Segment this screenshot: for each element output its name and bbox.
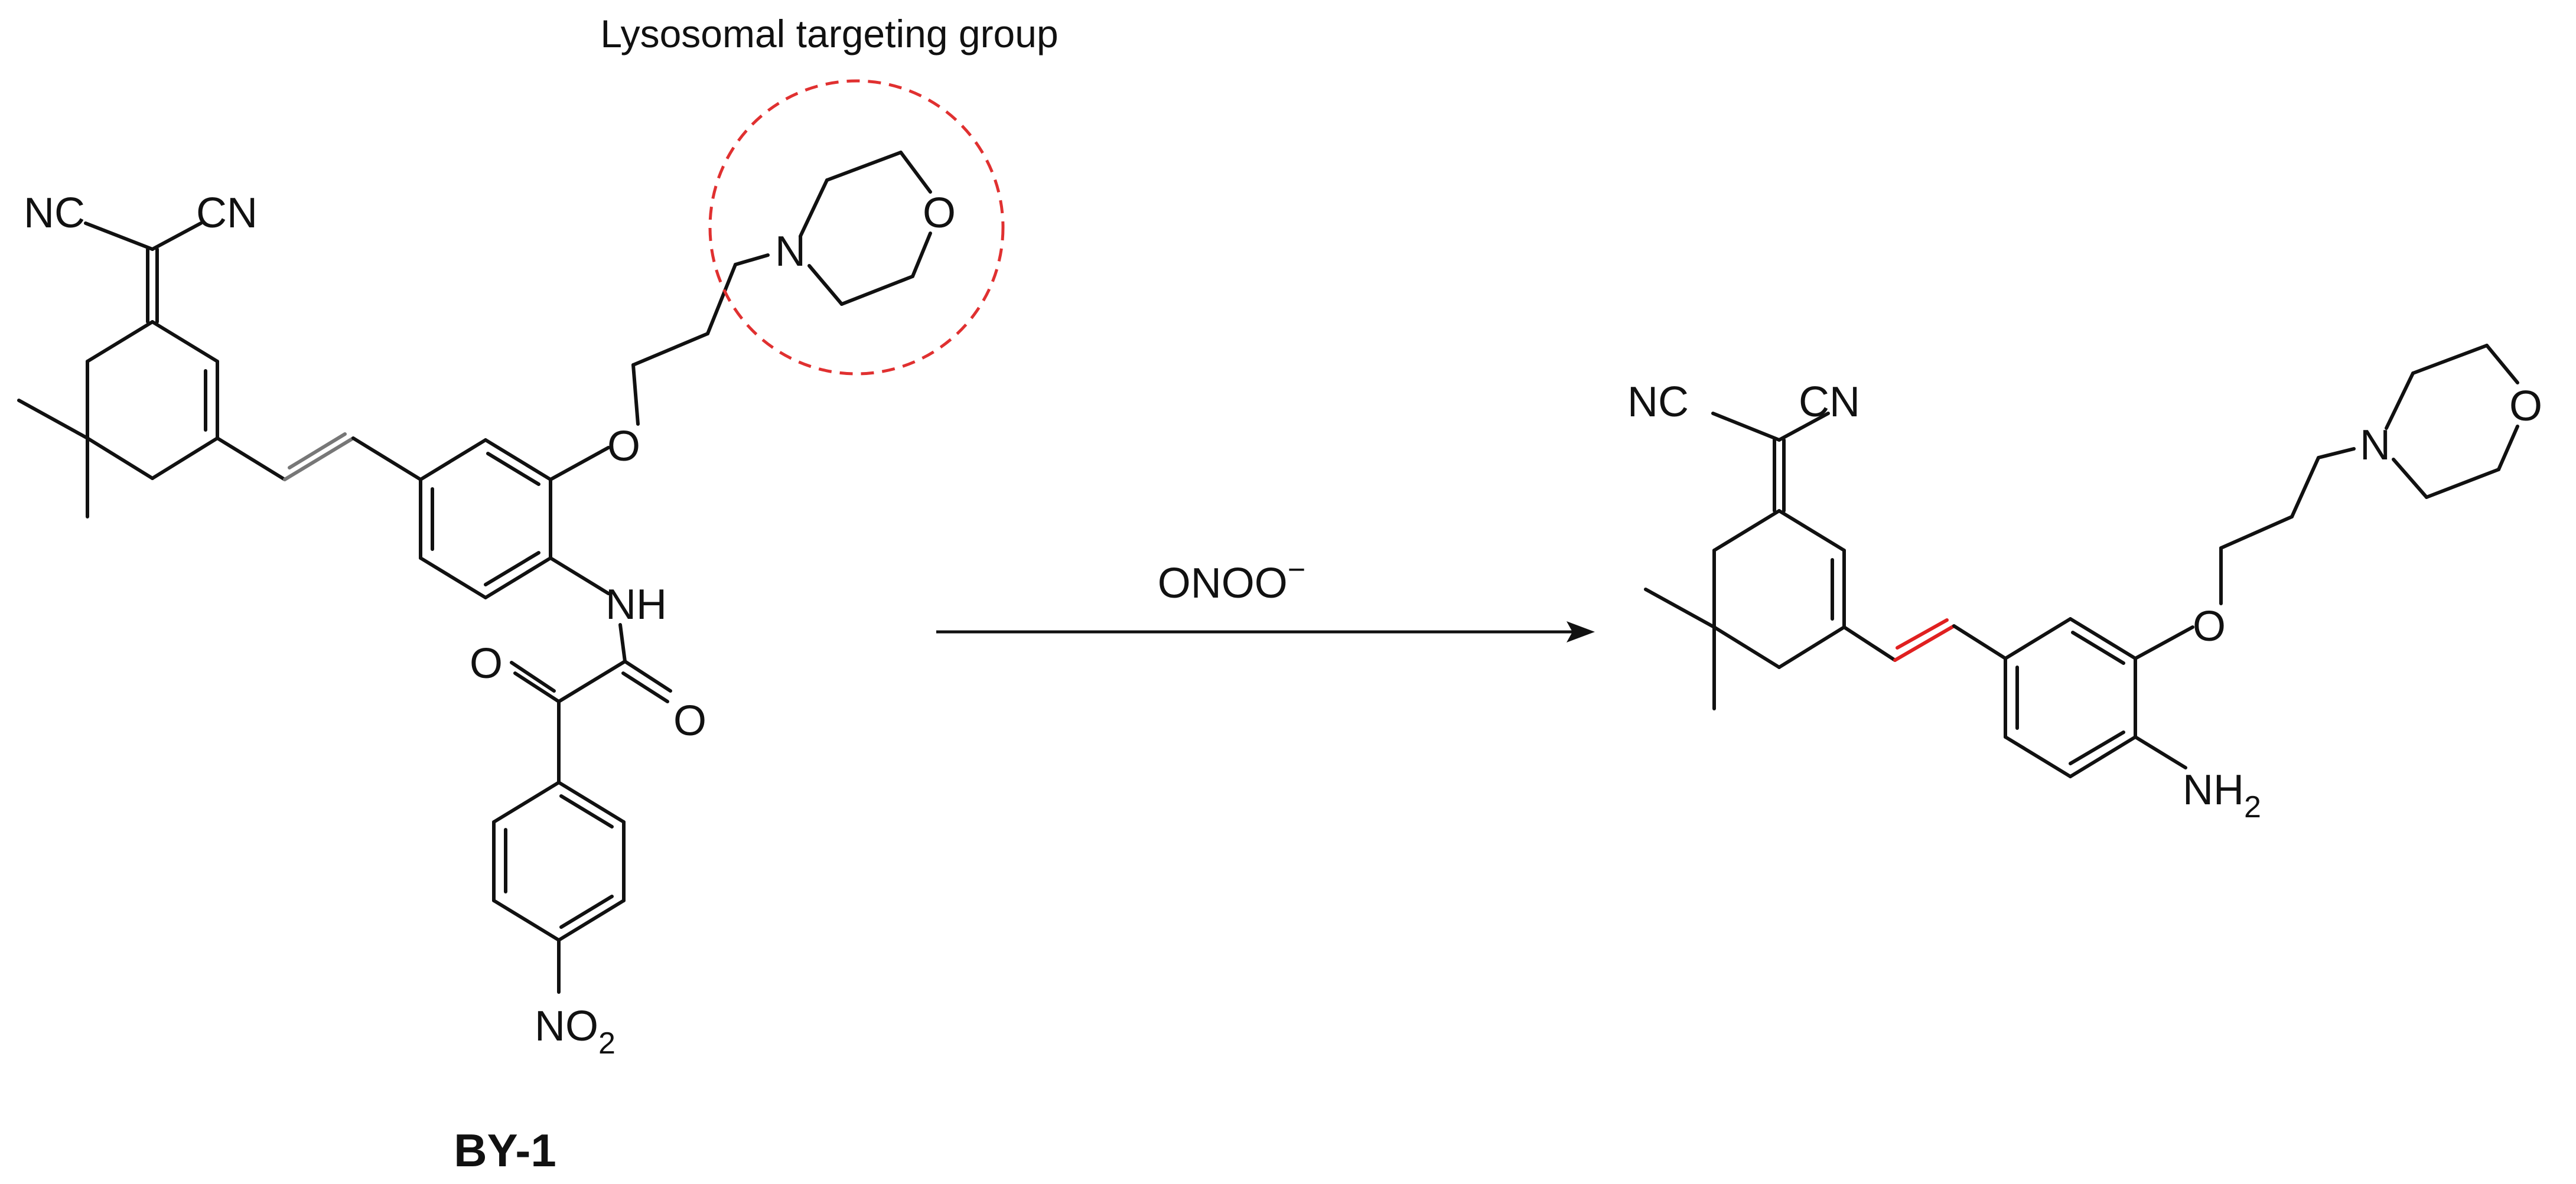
reactant-alkene-bond bbox=[283, 436, 355, 481]
product-alkene-bond bbox=[1893, 624, 1956, 662]
reactant-nitro-group: NO2 bbox=[535, 1003, 615, 1061]
product-nc-left: NC bbox=[1627, 379, 1689, 426]
reactant-ether-oxygen: O bbox=[607, 423, 640, 470]
reagent-label: ONOO− bbox=[1158, 553, 1305, 607]
product-amine-group: NH2 bbox=[2183, 766, 2261, 824]
reactant-cn-right: CN bbox=[196, 190, 258, 237]
reactant-nc-left: NC bbox=[24, 190, 85, 237]
product-morpholine-nitrogen: N bbox=[2360, 422, 2391, 469]
lysosomal-targeting-label: Lysosomal targeting group bbox=[600, 12, 1058, 56]
reaction-arrowhead bbox=[1567, 621, 1595, 642]
reactant-label: BY-1 bbox=[454, 1124, 556, 1176]
product-cn-right: CN bbox=[1799, 379, 1860, 426]
reactant-amide-oxygen: O bbox=[673, 697, 706, 745]
lysosomal-targeting-circle bbox=[708, 79, 1005, 376]
reactant-morpholine-oxygen: O bbox=[923, 190, 956, 237]
reactant-amide-nh: NH bbox=[605, 581, 667, 628]
product-morpholine-oxygen: O bbox=[2509, 383, 2542, 430]
product-structure bbox=[1644, 344, 2519, 778]
reactant-structure bbox=[17, 151, 932, 994]
reactant-ketone-oxygen: O bbox=[470, 640, 503, 687]
product-ether-oxygen: O bbox=[2193, 603, 2226, 650]
reactant-morpholine-nitrogen: N bbox=[775, 228, 806, 275]
